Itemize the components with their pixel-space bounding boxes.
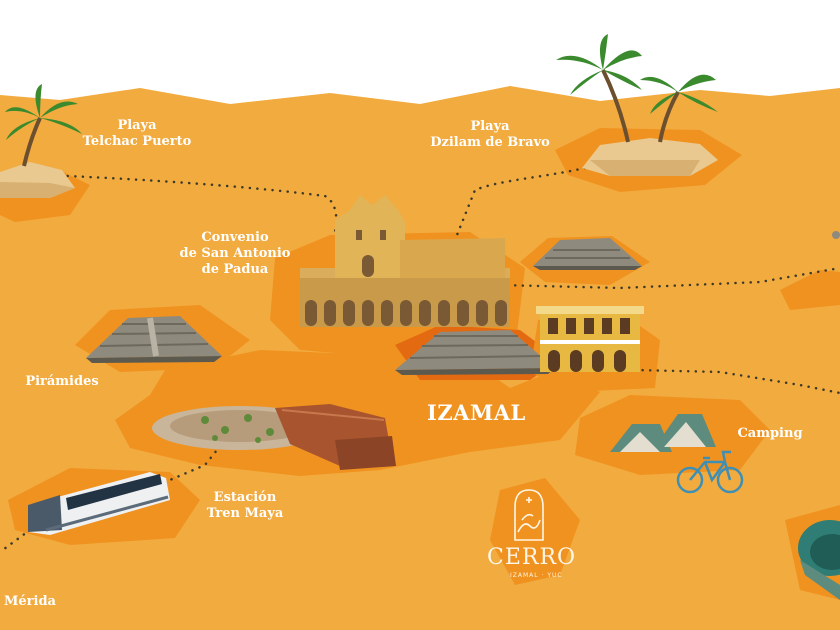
palm-island-dzilam	[556, 34, 718, 176]
label-camping[interactable]: Camping	[737, 426, 803, 441]
pyramid-west	[86, 316, 222, 363]
cerro-logo-tagline: IZAMAL · YUC	[510, 572, 563, 579]
pyramid-north	[533, 238, 642, 270]
label-playa-telchac[interactable]: Playa Telchac Puerto	[72, 118, 202, 150]
label-estacion-line2: Tren Maya	[206, 506, 284, 521]
label-playa-telchac-line1: Playa	[117, 118, 157, 133]
cerro-logo-name: CERRO	[487, 545, 577, 570]
label-merida[interactable]: Mérida	[4, 594, 56, 609]
route-network	[0, 166, 840, 554]
palm-island-telchac	[0, 84, 82, 198]
route-east	[498, 266, 840, 290]
label-playa-dzilam-line2: Dzilam de Bravo	[430, 135, 550, 150]
label-playa-dzilam-line1: Playa	[470, 119, 510, 134]
pyramid-center	[395, 330, 555, 375]
city-label-izamal[interactable]: IZAMAL	[427, 400, 526, 425]
label-convento-line2: de San Antonio	[179, 246, 291, 261]
colonial-building	[536, 306, 644, 372]
label-convento-line1: Convenio	[201, 230, 269, 245]
patch-logo	[490, 478, 580, 585]
cenote	[798, 231, 840, 600]
station-building	[152, 404, 396, 470]
cerro-logo-mark	[514, 489, 544, 541]
camping-tents	[610, 414, 716, 452]
route-dzilam	[453, 166, 587, 242]
bicycle	[676, 450, 744, 494]
patch-east-edge	[780, 270, 840, 310]
convento-building	[300, 195, 510, 327]
label-playa-telchac-line2: Telchac Puerto	[82, 134, 192, 149]
label-playa-dzilam[interactable]: Playa Dzilam de Bravo	[420, 119, 560, 151]
route-train	[138, 438, 227, 502]
label-estacion-line1: Estación	[213, 490, 277, 505]
label-convento-line3: de Padua	[201, 262, 269, 277]
label-convento[interactable]: Convenio de San Antonio de Padua	[170, 230, 300, 278]
train	[28, 472, 170, 535]
label-piramides[interactable]: Pirámides	[25, 374, 99, 389]
label-estacion-tren-maya[interactable]: Estación Tren Maya	[190, 490, 300, 522]
route-merida	[0, 528, 32, 554]
